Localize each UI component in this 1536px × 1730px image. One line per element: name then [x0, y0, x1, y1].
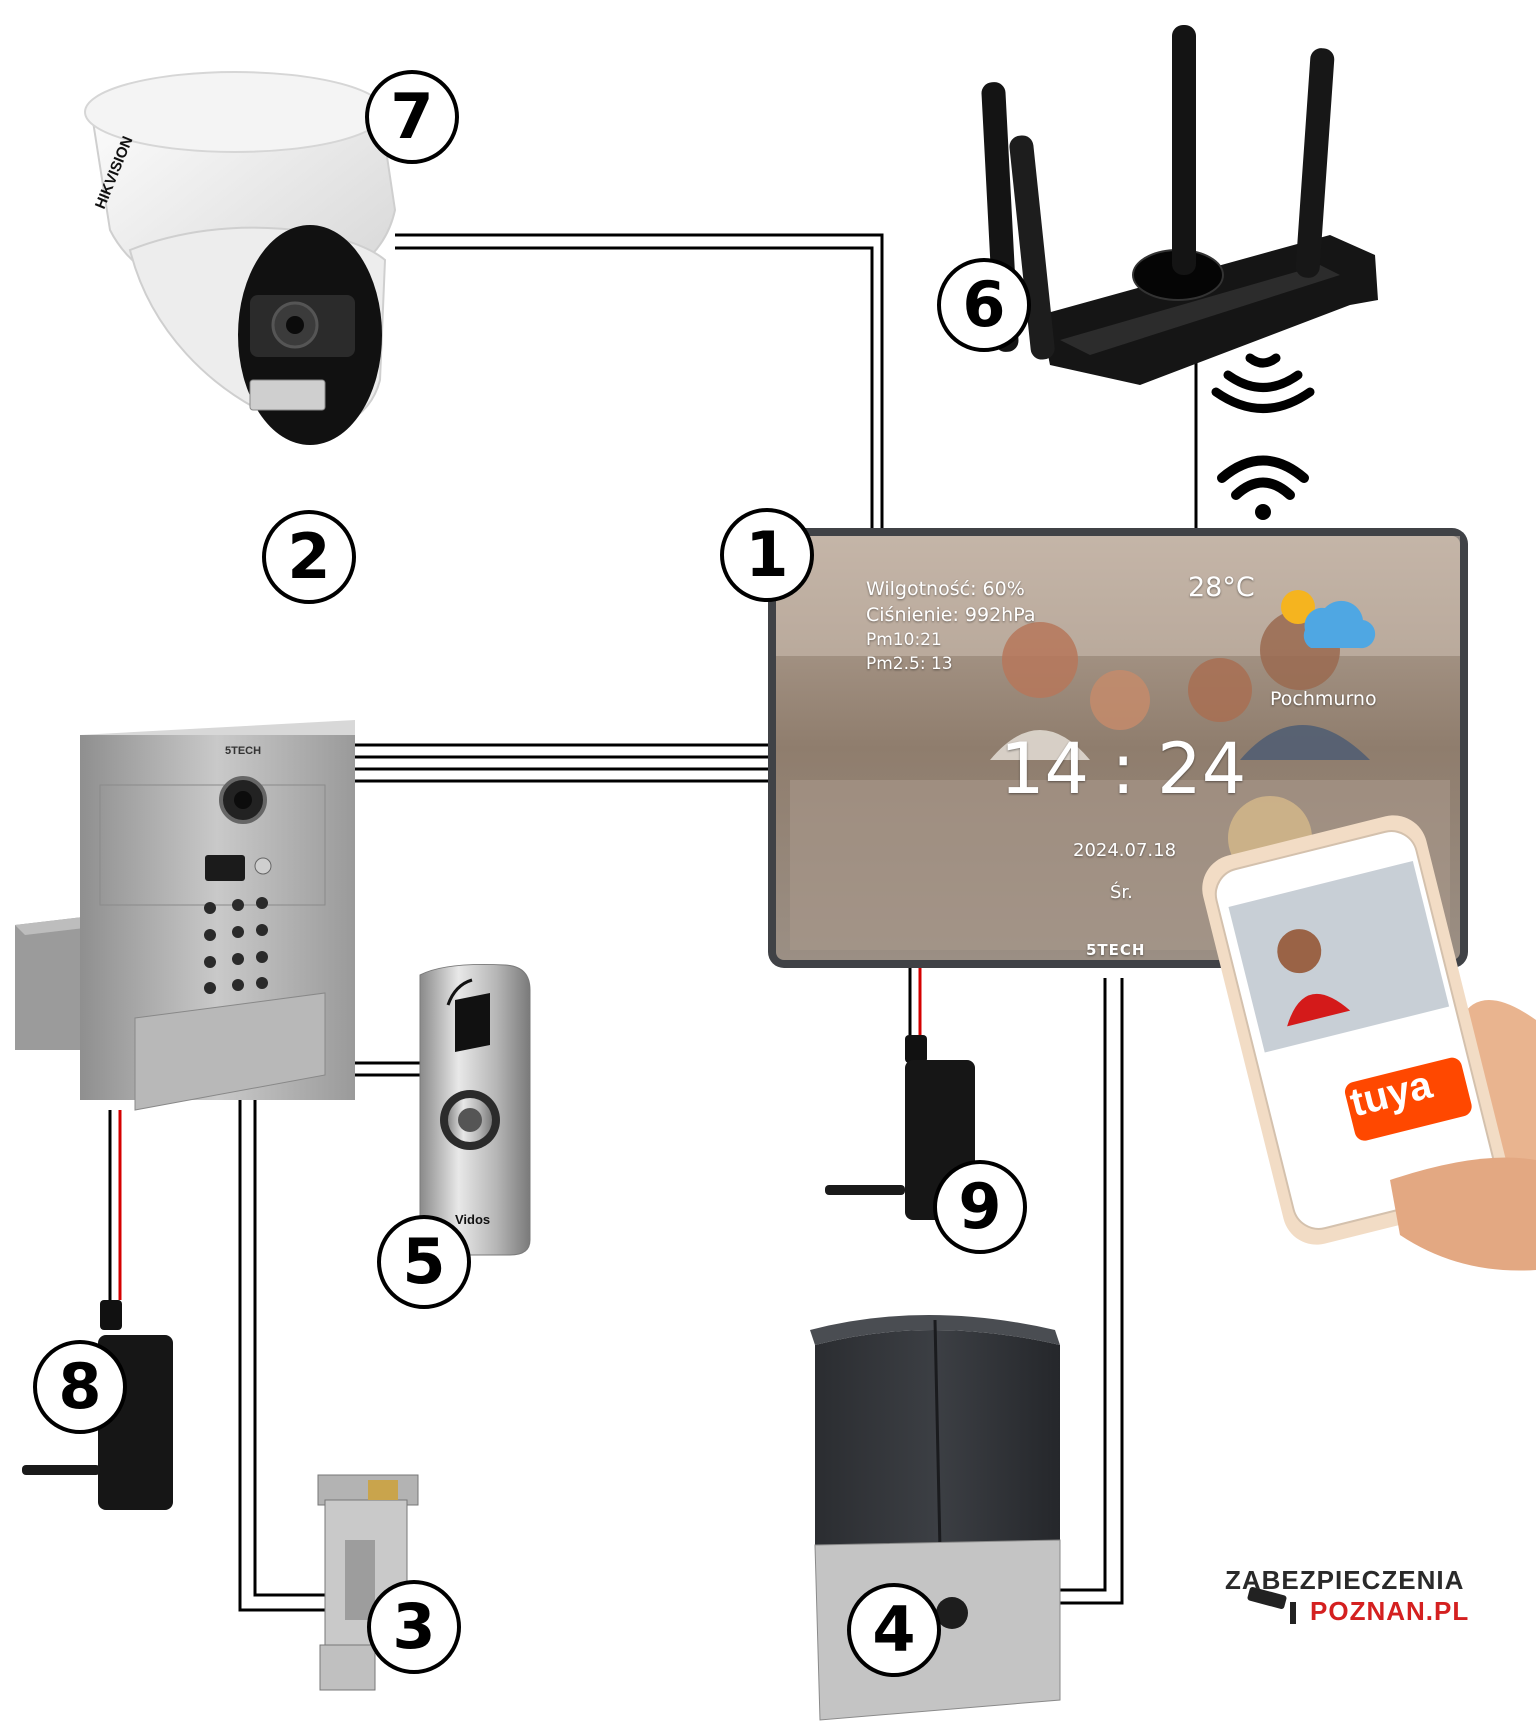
gate-drive [810, 1315, 1061, 1721]
callout-camera: 2 [262, 510, 356, 604]
router [981, 25, 1378, 385]
footer-logo-line1: ZABEZPIECZENIA [1225, 1565, 1465, 1595]
callout-panel-power-supply: 8 [33, 1340, 127, 1434]
callout-monitor-power-supply: 9 [933, 1160, 1027, 1254]
temperature-readout: 28°C [1188, 572, 1255, 603]
clock-weekday: Śr. [1110, 882, 1133, 903]
wires [238, 233, 1198, 1612]
callout-monitor: 1 [720, 508, 814, 602]
callout-exit-button: 5 [377, 1215, 471, 1309]
pm25-readout: Pm2.5: 13 [866, 654, 953, 674]
pressure-readout: Ciśnienie: 992hPa [866, 604, 1036, 626]
exit-button [419, 963, 531, 1256]
wifi-dot [1255, 504, 1271, 520]
wifi-icon [1217, 455, 1309, 500]
callout-gate-drive: 4 [847, 1583, 941, 1677]
wifi-signal-icon [1211, 353, 1315, 413]
monitor-brand: 5TECH [1086, 941, 1146, 959]
button-brand: Vidos [455, 1212, 491, 1227]
footer-logo-line2: POZNAN.PL [1310, 1596, 1470, 1626]
clock-date: 2024.07.18 [1073, 840, 1177, 861]
weather-status: Pochmurno [1270, 688, 1377, 710]
callout-ip-camera: 7 [365, 70, 459, 164]
smartphone [1202, 815, 1536, 1271]
panel-brand: 5TECH [225, 745, 262, 757]
humidity-readout: Wilgotność: 60% [866, 578, 1025, 600]
callout-electric-strike: 3 [367, 1580, 461, 1674]
door-intercom-panel [15, 720, 355, 1111]
callout-router: 6 [937, 258, 1031, 352]
pm10-readout: Pm10:21 [866, 630, 942, 650]
power-wires [108, 965, 922, 1300]
ip-camera [84, 71, 397, 445]
cctv-camera-icon [1247, 1586, 1296, 1624]
clock-time: 14 : 24 [1000, 728, 1247, 810]
